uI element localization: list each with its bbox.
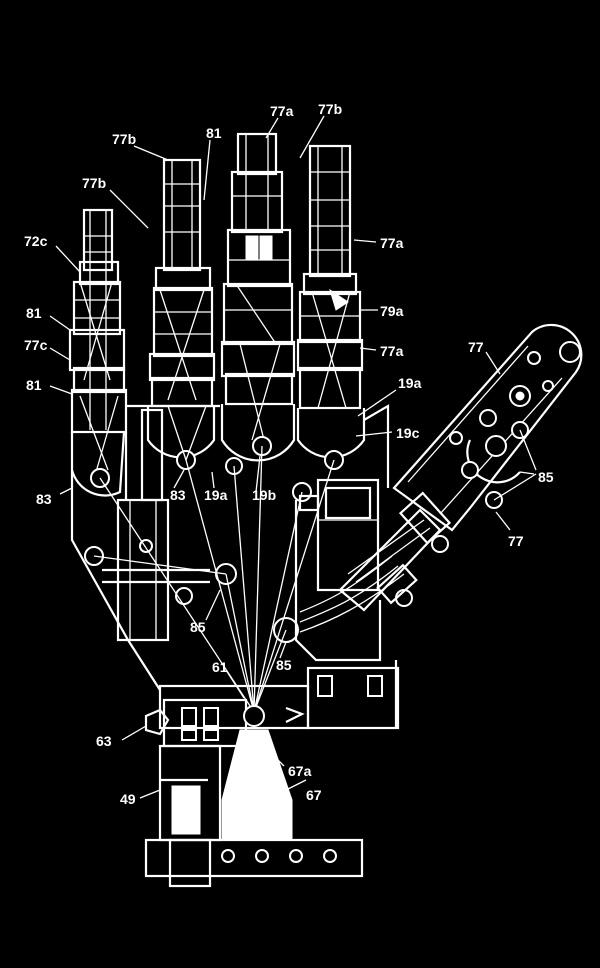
tendons xyxy=(93,445,335,713)
label-85-thumb: 85 xyxy=(538,469,554,485)
thumb xyxy=(392,323,583,532)
label-72c: 72c xyxy=(24,233,48,249)
label-19a-ring: 19a xyxy=(204,487,228,503)
wrist-base xyxy=(144,684,364,888)
label-77a-right-upper: 77a xyxy=(380,235,404,251)
label-67: 67 xyxy=(306,787,322,803)
pinky-finger xyxy=(68,208,128,497)
label-19b: 19b xyxy=(252,487,276,503)
label-77-thumb: 77 xyxy=(468,339,484,355)
label-63: 63 xyxy=(96,733,112,749)
middle-finger xyxy=(220,132,296,475)
label-77-thumb-lower: 77 xyxy=(508,533,524,549)
palm-frame xyxy=(70,404,452,730)
label-77b-top-right: 77b xyxy=(318,101,342,117)
label-77b-middle: 77b xyxy=(82,175,106,191)
reference-labels: 77a 77b 81 77b 77b 72c 81 77c 81 77a 79a… xyxy=(24,101,554,807)
label-83-ring: 83 xyxy=(170,487,186,503)
label-77b-index: 77b xyxy=(112,131,136,147)
label-77c: 77c xyxy=(24,337,48,353)
label-81-top: 81 xyxy=(206,125,222,141)
label-83-pinky: 83 xyxy=(36,491,52,507)
ring-finger xyxy=(146,158,216,470)
label-67a: 67a xyxy=(288,763,312,779)
label-61: 61 xyxy=(212,659,228,675)
label-85-palm-right: 85 xyxy=(276,657,292,673)
label-79a: 79a xyxy=(380,303,404,319)
label-49: 49 xyxy=(120,791,136,807)
label-85-palm-left: 85 xyxy=(190,619,206,635)
label-77a-right-lower: 77a xyxy=(380,343,404,359)
label-81-pinky-lower: 81 xyxy=(26,377,42,393)
leader-lines xyxy=(49,115,537,799)
label-81-pinky-upper: 81 xyxy=(26,305,42,321)
label-19c: 19c xyxy=(396,425,420,441)
label-19a: 19a xyxy=(398,375,422,391)
index-finger xyxy=(296,144,366,470)
label-77a-top: 77a xyxy=(270,103,294,119)
